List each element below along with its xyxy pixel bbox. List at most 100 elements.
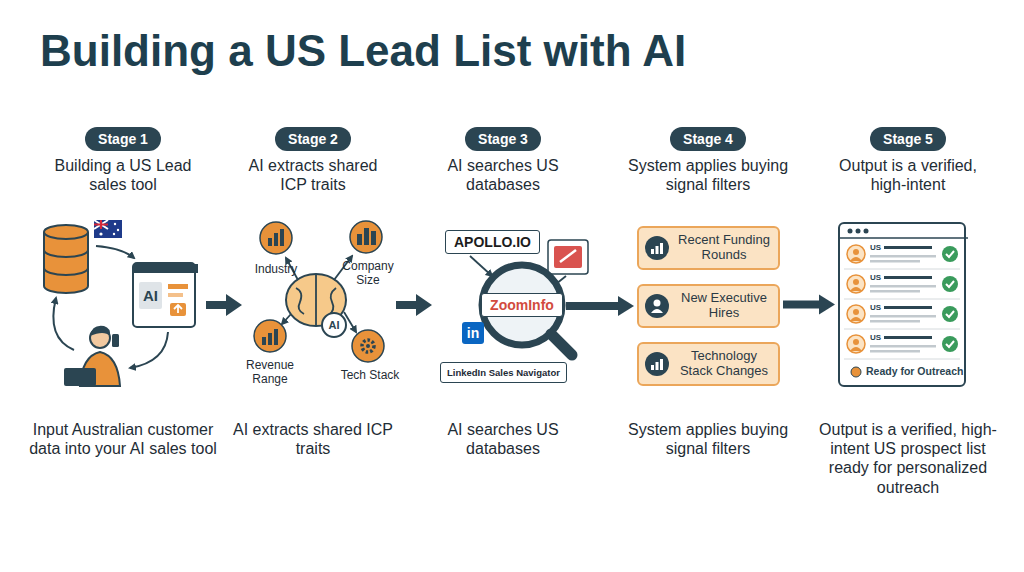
upload-tile <box>170 303 186 316</box>
arrow-head <box>618 296 634 316</box>
check-mark <box>946 341 954 347</box>
trait-icon <box>352 330 384 362</box>
flow-arrow-big <box>206 294 242 316</box>
text-bar <box>884 276 932 279</box>
check-badge <box>942 246 958 262</box>
text-bar <box>884 336 932 339</box>
node-text: Stage 1 <box>98 131 148 147</box>
flow-arrow <box>566 296 634 316</box>
trait-glyph <box>280 229 284 246</box>
stage-pill: Stage 5 <box>870 127 946 151</box>
diagram-title: Building a US Lead List with AI <box>40 26 686 76</box>
row-divider <box>844 359 960 360</box>
stage-pill: Stage 2 <box>275 127 351 151</box>
stage-text: AI searches US databases <box>423 156 583 194</box>
trait-label: Tech Stack <box>330 368 410 382</box>
node-text: APOLLO.IO <box>454 234 531 250</box>
window-dot <box>856 229 861 234</box>
check-badge <box>942 276 958 292</box>
check-mark <box>946 281 954 287</box>
icon-disc <box>645 294 669 318</box>
list-chrome <box>840 224 968 389</box>
stage-text: System applies buying signal filters <box>623 156 793 194</box>
flow-curve <box>130 332 168 368</box>
text-bar <box>870 345 936 348</box>
database-logo: ZoomInfo <box>481 293 563 317</box>
node-text: Stage 3 <box>478 131 528 147</box>
check-mark <box>946 311 954 317</box>
avatar-head <box>853 279 859 285</box>
trait-glyph <box>371 231 376 245</box>
signal-box: Technology Stack Changes <box>637 342 780 386</box>
row-divider <box>844 329 960 330</box>
node-text: AI <box>329 319 340 331</box>
avatar-body <box>850 287 862 291</box>
text-bar <box>870 290 920 293</box>
upload-glyph <box>174 305 182 313</box>
icon-disc <box>645 236 669 260</box>
flow-curve <box>96 246 134 258</box>
signal-box: New Executive Hires <box>637 284 780 328</box>
linkedin-logo: in <box>462 322 484 344</box>
window-header <box>134 264 198 273</box>
content-bar <box>168 293 183 297</box>
node-text: Stage 5 <box>883 131 933 147</box>
trait-glyph <box>262 337 266 345</box>
text-bar <box>870 350 920 353</box>
icon-bar <box>651 249 654 254</box>
row-divider <box>844 299 960 300</box>
australian-flag <box>94 220 108 229</box>
australian-flag <box>94 220 122 238</box>
node-text: AI <box>139 282 162 309</box>
trait-glyph <box>362 340 374 352</box>
node-text: Stage 2 <box>288 131 338 147</box>
magnifier-icon <box>551 334 572 355</box>
trait-icon <box>260 222 292 254</box>
australian-flag <box>94 220 122 238</box>
signal-icon <box>642 233 672 263</box>
text-bar <box>870 285 936 288</box>
text-bar <box>870 255 936 258</box>
database-logo <box>560 250 576 262</box>
content-bar <box>168 284 188 289</box>
trait-arrow <box>282 314 291 324</box>
stage-text: System applies buying signal filters <box>623 420 793 458</box>
australian-flag <box>94 220 108 229</box>
trait-glyph <box>274 233 278 246</box>
person-figure <box>64 368 96 386</box>
icon-disc <box>645 352 669 376</box>
arrow-shaft <box>566 302 620 310</box>
flow-arrow <box>783 295 835 315</box>
australian-flag <box>99 232 102 235</box>
avatar-head <box>853 309 859 315</box>
icon-body <box>651 309 663 313</box>
avatar-head <box>853 249 859 255</box>
check-badge <box>942 336 958 352</box>
node-text: US <box>870 243 881 252</box>
node-text: Recent Funding Rounds <box>675 233 773 263</box>
avatar-body <box>850 317 862 321</box>
stage-text: Output is a verified, high-intent <box>823 156 993 194</box>
icon-bar <box>660 243 663 254</box>
window-dot <box>848 229 853 234</box>
window-dot <box>864 229 869 234</box>
text-bar <box>884 306 932 309</box>
trait-icon <box>350 221 382 253</box>
stage-pill: Stage 1 <box>85 127 161 151</box>
row-divider <box>844 269 960 270</box>
database-logo <box>548 240 588 274</box>
icon-bar <box>656 246 659 254</box>
person-figure <box>112 334 119 347</box>
node-text: US <box>870 333 881 342</box>
trait-label: Revenue Range <box>240 358 300 387</box>
stage-text: Output is a verified, high-intent US pro… <box>813 420 1003 497</box>
trait-glyph <box>357 234 362 245</box>
flow-arrow-big <box>396 294 432 316</box>
ai-badge: AI <box>321 312 347 338</box>
arrow-head <box>819 295 835 315</box>
stage-pill: Stage 3 <box>465 127 541 151</box>
database-logo <box>554 246 582 268</box>
avatar <box>847 335 865 353</box>
trait-label: Industry <box>241 262 311 276</box>
